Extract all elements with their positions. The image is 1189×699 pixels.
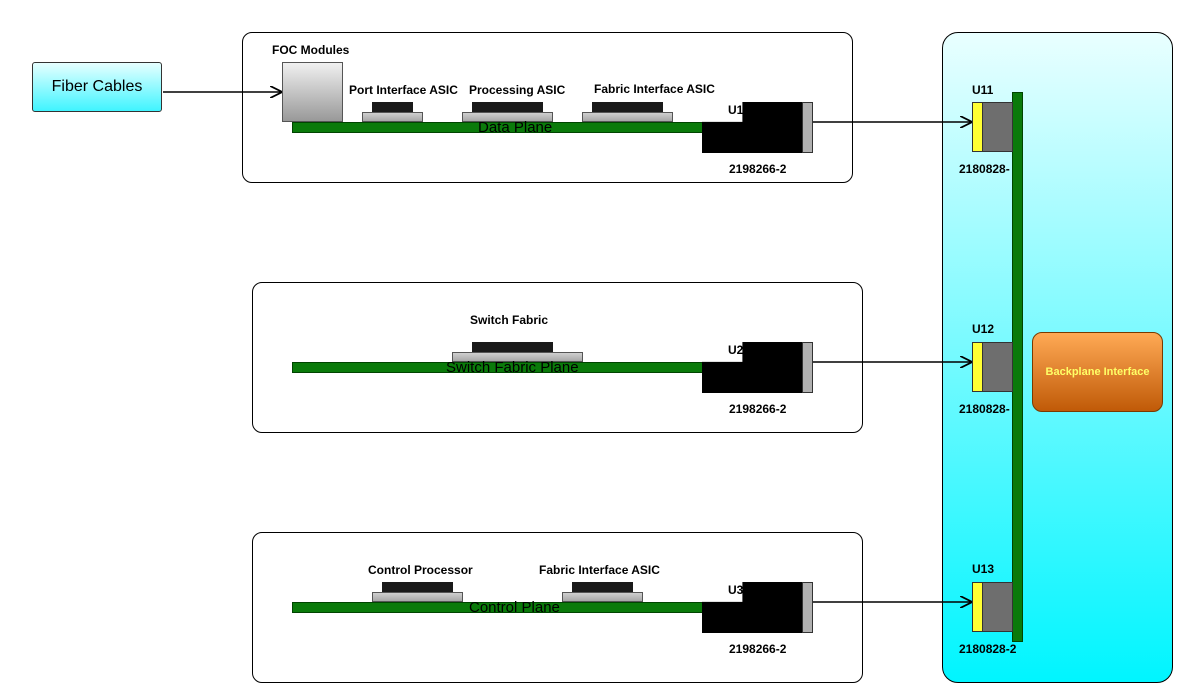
control-plane-part: 2198266-2: [729, 642, 787, 656]
backplane-interface-box: Backplane Interface: [1032, 332, 1163, 412]
connector-part-u12: 2180828-: [959, 402, 1010, 416]
foc-module: [282, 62, 343, 122]
switch-plane-connector-edge: [802, 342, 813, 393]
control-processor-package: [372, 592, 463, 602]
control-processor-label: Control Processor: [368, 563, 473, 577]
port-interface-asic-label: Port Interface ASIC: [349, 83, 458, 97]
backplane-interface-label: Backplane Interface: [1045, 366, 1150, 378]
fiber-cables-label: Fiber Cables: [51, 78, 143, 95]
fabric-interface-asic-package: [582, 112, 673, 122]
switch-fabric-label: Switch Fabric: [470, 313, 549, 327]
connector-ref-u13: U13: [972, 562, 995, 576]
fabric-interface-asic-die: [592, 102, 663, 112]
connector-u12-body: [982, 342, 1013, 392]
connector-ref-u11: U11: [972, 83, 994, 97]
connector-ref-u12: U12: [972, 322, 995, 336]
data-plane-title: Data Plane: [478, 119, 553, 136]
processing-asic-die: [472, 102, 543, 112]
control-fabric-interface-asic-label: Fabric Interface ASIC: [539, 563, 660, 577]
port-interface-asic-package: [362, 112, 423, 122]
switch-fabric-die: [472, 342, 553, 352]
switch-plane-ref: U2: [728, 343, 744, 357]
control-processor-die: [382, 582, 453, 592]
fiber-cables-box: Fiber Cables: [32, 62, 162, 112]
processing-asic-package: [462, 112, 553, 122]
foc-modules-label: FOC Modules: [272, 43, 350, 57]
switch-fabric-package: [452, 352, 583, 362]
port-interface-asic-die: [372, 102, 413, 112]
connector-part-u11: 2180828-: [959, 162, 1010, 176]
data-plane-part: 2198266-2: [729, 162, 787, 176]
control-fabric-interface-asic-die: [572, 582, 633, 592]
fabric-interface-asic-label: Fabric Interface ASIC: [594, 82, 715, 96]
data-plane-connector-edge: [802, 102, 813, 153]
control-plane-title: Control Plane: [469, 599, 560, 616]
switch-plane-title: Switch Fabric Plane: [446, 359, 579, 376]
switch-plane-part: 2198266-2: [729, 402, 787, 416]
data-plane-ref: U1: [728, 103, 744, 117]
control-plane-ref: U3: [728, 583, 744, 597]
processing-asic-label: Processing ASIC: [469, 83, 566, 97]
control-plane-connector-edge: [802, 582, 813, 633]
connector-u11-body: [982, 102, 1013, 152]
connector-part-u13: 2180828-2: [959, 642, 1017, 656]
connector-u13-body: [982, 582, 1013, 632]
control-fabric-interface-asic-package: [562, 592, 643, 602]
